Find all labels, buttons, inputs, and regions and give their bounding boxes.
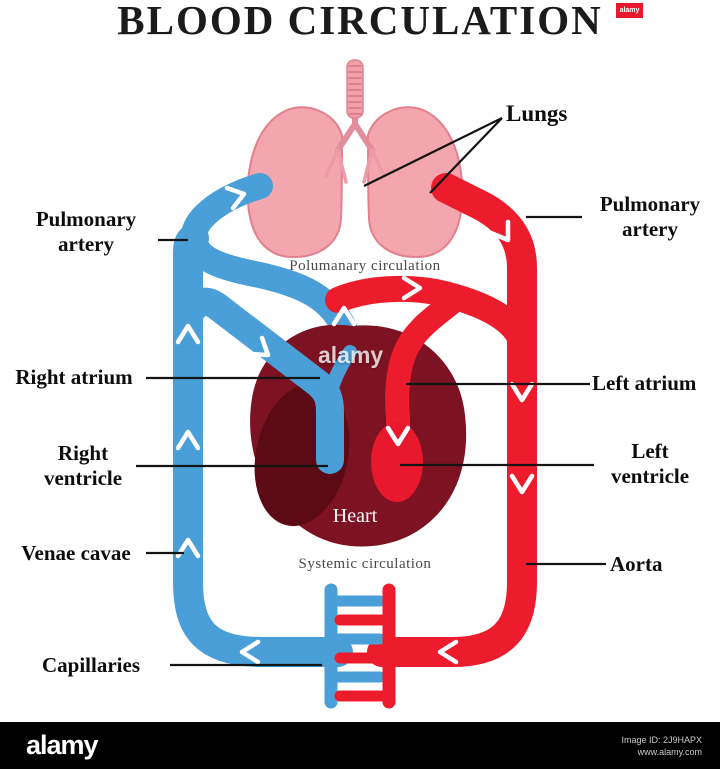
flow-arrow-up-2: [175, 429, 201, 451]
label-venae-cavae: Venae cavae: [21, 541, 131, 565]
flow-arrow-arch: [401, 275, 423, 301]
flow-arrow-down-2: [509, 473, 535, 495]
label-right-ventricle: Right ventricle: [43, 441, 123, 490]
footer-meta: Image ID: 2J9HAPX www.alamy.com: [621, 734, 702, 758]
flow-arrow-from-lung: [488, 219, 511, 243]
left-lung-lobe: [246, 106, 344, 259]
flow-arrow-ventricle: [385, 425, 411, 447]
flow-arrow-to-lung: [224, 185, 247, 211]
label-pulmonary-artery-right: Pulmonary artery: [599, 192, 701, 241]
bronchioles-icon: [324, 148, 386, 184]
trachea-rings: [348, 65, 362, 115]
label-aorta: Aorta: [610, 552, 663, 576]
caption-systemic-circulation: Systemic circulation: [298, 556, 432, 572]
aorta-path: [367, 173, 537, 667]
leader-lungs-left: [363, 117, 503, 187]
label-capillaries: Capillaries: [42, 653, 140, 677]
flow-arrow-pulm-trunk: [331, 305, 357, 327]
alamy-watermark: alamy: [318, 342, 384, 368]
right-lung-lobe: [366, 106, 464, 259]
left-ventricle-blob: [371, 422, 423, 502]
label-heart: Heart: [332, 505, 378, 527]
leader-lungs-right: [429, 117, 503, 194]
page-title: BLOOD CIRCULATION: [117, 0, 603, 43]
label-lungs: Lungs: [506, 101, 568, 126]
flow-arrow-down-1: [509, 381, 535, 403]
lungs-illustration: [246, 59, 464, 259]
capillaries-illustration: [324, 583, 396, 709]
alamy-badge: alamy: [616, 3, 643, 18]
right-atrium-fork-b: [298, 358, 334, 410]
flow-arrow-up-1: [175, 537, 201, 559]
left-atrium-inflow-path: [385, 288, 467, 470]
flow-arrow-bottom-red: [437, 639, 459, 665]
flow-arrow-atrium: [247, 335, 271, 358]
venae-cavae-path: [173, 223, 353, 667]
flow-arrow-bottom-blue: [239, 639, 261, 665]
label-right-atrium: Right atrium: [15, 365, 133, 389]
caption-pulmonary-circulation: Polumanary circulation: [289, 258, 441, 274]
label-left-atrium: Left atrium: [592, 371, 697, 395]
image-id-text: Image ID: 2J9HAPX: [621, 734, 702, 745]
flow-arrow-up-3: [175, 323, 201, 345]
flow-arrows: [175, 185, 535, 665]
footer-bar: alamy Image ID: 2J9HAPX www.alamy.com: [0, 722, 720, 769]
pulmonary-artery-blue-path: [180, 173, 363, 357]
alamy-logo: alamy: [26, 730, 99, 760]
label-pulmonary-artery-left: Pulmonary artery: [35, 207, 137, 256]
label-left-ventricle: Left ventricle: [610, 439, 690, 488]
leader-lines: [136, 117, 606, 667]
bronchi-icon: [335, 113, 375, 153]
alamy-url-text: www.alamy.com: [637, 746, 702, 757]
